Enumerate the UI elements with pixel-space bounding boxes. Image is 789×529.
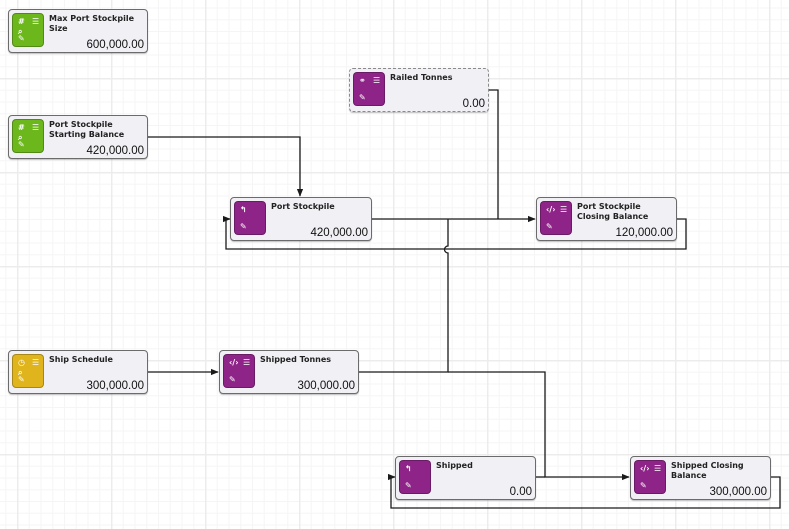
edit-icon[interactable]: ✎ [359,93,366,102]
node-title: Shipped [436,461,473,470]
edit-icon[interactable]: ✎ [405,481,412,490]
comment-icon[interactable]: ⌕ [18,368,23,377]
menu-icon[interactable]: ☰ [560,205,568,214]
node-value: 300,000.00 [709,486,767,498]
node-value: 120,000.00 [615,227,673,239]
connector-starting-balance-to-port-stockpile[interactable] [147,136,304,197]
node-shipped-tonnes[interactable]: ‹/› ☰ ✎ Shipped Tonnes 300,000.00 [219,350,359,394]
node-shipped[interactable]: ↰ ✎ Shipped 0.00 [395,456,536,500]
node-type-tile: ⚭ ☰ ✎ [353,72,385,106]
node-value: 300,000.00 [297,380,355,392]
node-type-tile: ‹/› ☰ ✎ [634,460,666,494]
node-title: Ship Schedule [49,355,113,364]
edit-icon[interactable]: ✎ [18,140,25,149]
node-value: 420,000.00 [86,145,144,157]
node-value: 420,000.00 [310,227,368,239]
connector-railed-tonnes-to-closing-balance[interactable] [489,89,499,219]
node-value: 300,000.00 [86,380,144,392]
node-title: Railed Tonnes [390,73,453,82]
node-type-tile: ◷ ☰ ⌕ ✎ [12,354,44,388]
node-value: 0.00 [462,98,485,110]
node-type-tile: ‹/› ☰ ✎ [223,354,255,388]
menu-icon[interactable]: ☰ [654,464,662,473]
menu-icon[interactable]: ☰ [32,17,40,26]
node-type-tile: ↰ ✎ [234,201,266,235]
menu-icon[interactable]: ☰ [373,76,381,85]
code-icon: ‹/› [546,205,556,214]
code-icon: ‹/› [229,358,239,367]
node-type-tile: ‹/› ☰ ✎ [540,201,572,235]
menu-icon[interactable]: ☰ [32,123,40,132]
edit-icon[interactable]: ✎ [18,375,25,384]
undo-icon: ↰ [240,205,247,214]
node-max-port-stockpile-size[interactable]: # ☰ ⌕ ✎ Max Port Stockpile Size 600,000.… [8,9,148,53]
node-type-tile: # ☰ ⌕ ✎ [12,13,44,47]
node-type-tile: # ☰ ⌕ ✎ [12,119,44,153]
node-type-tile: ↰ ✎ [399,460,431,494]
hash-icon: # [18,17,25,26]
node-port-stockpile-starting-balance[interactable]: # ☰ ⌕ ✎ Port Stockpile Starting Balance … [8,115,148,159]
node-ship-schedule[interactable]: ◷ ☰ ⌕ ✎ Ship Schedule 300,000.00 [8,350,148,394]
node-port-stockpile[interactable]: ↰ ✎ Port Stockpile 420,000.00 [230,197,372,241]
node-title: Port Stockpile [271,202,335,211]
comment-icon[interactable]: ⌕ [18,27,23,36]
node-title: Shipped Tonnes [260,355,332,364]
node-title: Port Stockpile Starting Balance [49,120,125,139]
edit-icon[interactable]: ✎ [546,222,553,231]
comment-icon[interactable]: ⌕ [18,133,23,142]
node-port-stockpile-closing-balance[interactable]: ‹/› ☰ ✎ Port Stockpile Closing Balance 1… [536,197,677,241]
hash-icon: # [18,123,25,132]
node-value: 0.00 [509,486,532,498]
node-value: 600,000.00 [86,39,144,51]
node-railed-tonnes[interactable]: ⚭ ☰ ✎ Railed Tonnes 0.00 [349,68,489,112]
connector-shipped-tonnes-to-closing-balance[interactable] [358,219,449,373]
node-title: Port Stockpile Closing Balance [577,202,649,221]
edit-icon[interactable]: ✎ [240,222,247,231]
code-icon: ‹/› [640,464,650,473]
link-icon: ⚭ [359,76,366,85]
undo-icon: ↰ [405,464,412,473]
clock-icon: ◷ [18,358,25,367]
menu-icon[interactable]: ☰ [243,358,251,367]
node-shipped-closing-balance[interactable]: ‹/› ☰ ✎ Shipped Closing Balance 300,000.… [630,456,771,500]
edit-icon[interactable]: ✎ [640,481,647,490]
node-title: Max Port Stockpile Size [49,14,134,33]
edit-icon[interactable]: ✎ [229,375,236,384]
menu-icon[interactable]: ☰ [32,358,40,367]
node-title: Shipped Closing Balance [671,461,744,480]
edit-icon[interactable]: ✎ [18,34,25,43]
